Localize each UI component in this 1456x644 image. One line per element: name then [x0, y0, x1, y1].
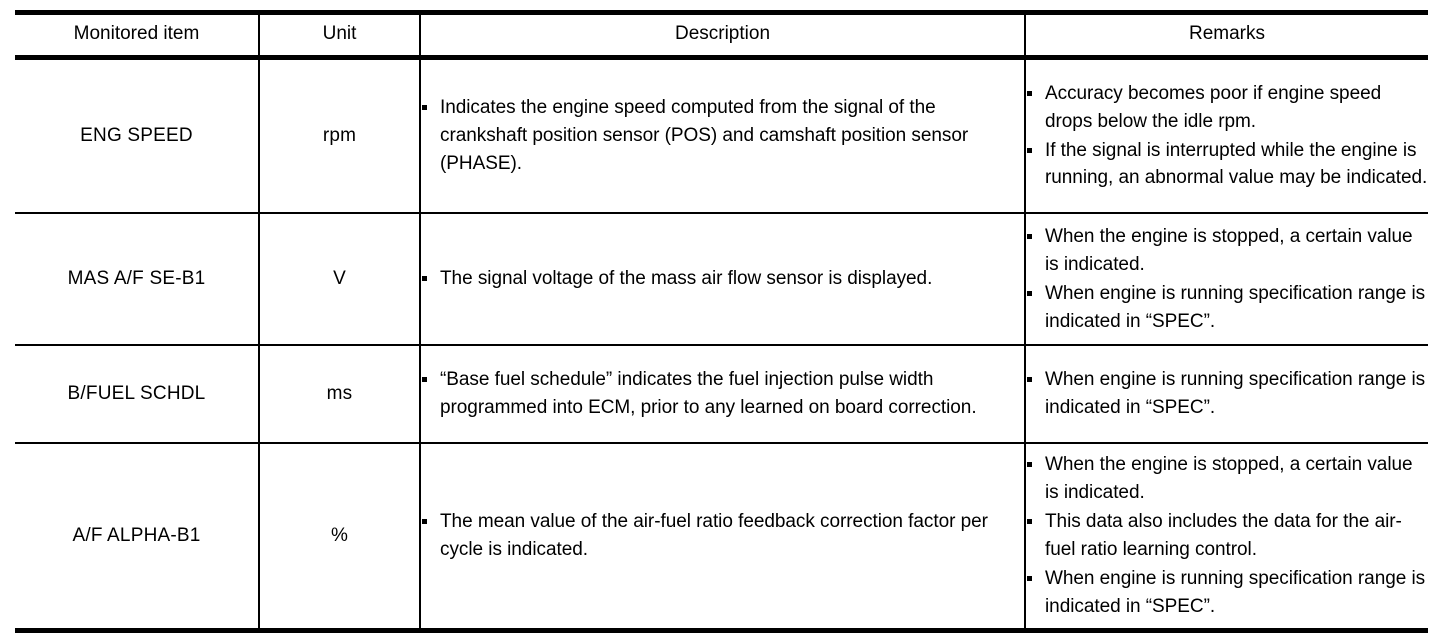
- list-item: “Base fuel schedule” indicates the fuel …: [421, 366, 1024, 422]
- description-list: The mean value of the air-fuel ratio fee…: [421, 508, 1024, 564]
- description-list: The signal voltage of the mass air flow …: [421, 265, 1024, 293]
- list-item: Accuracy becomes poor if engine speed dr…: [1026, 80, 1428, 136]
- cell-monitored-item: ENG SPEED: [15, 57, 259, 215]
- list-item: When the engine is stopped, a certain va…: [1026, 223, 1428, 279]
- column-header-description: Description: [419, 10, 1025, 60]
- list-item: When the engine is stopped, a certain va…: [1026, 451, 1428, 507]
- list-item: If the signal is interrupted while the e…: [1026, 137, 1428, 193]
- list-item: This data also includes the data for the…: [1026, 508, 1428, 564]
- table-row: B/FUEL SCHDL ms “Base fuel schedule” ind…: [15, 345, 1428, 445]
- cell-unit: V: [258, 213, 420, 347]
- list-item: When engine is running specification ran…: [1026, 280, 1428, 336]
- table-row: A/F ALPHA-B1 % The mean value of the air…: [15, 443, 1428, 633]
- description-list: Indicates the engine speed computed from…: [421, 94, 1024, 178]
- table-row: ENG SPEED rpm Indicates the engine speed…: [15, 57, 1428, 215]
- table-body: ENG SPEED rpm Indicates the engine speed…: [15, 57, 1428, 633]
- list-item: The signal voltage of the mass air flow …: [421, 265, 1024, 293]
- list-item: When engine is running specification ran…: [1026, 366, 1428, 422]
- remarks-list: When the engine is stopped, a certain va…: [1026, 451, 1428, 621]
- cell-monitored-item: MAS A/F SE-B1: [15, 213, 259, 347]
- cell-remarks: When the engine is stopped, a certain va…: [1024, 213, 1428, 347]
- cell-description: The mean value of the air-fuel ratio fee…: [419, 443, 1025, 633]
- column-header-remarks: Remarks: [1024, 10, 1428, 60]
- cell-unit: %: [258, 443, 420, 633]
- table-row: MAS A/F SE-B1 V The signal voltage of th…: [15, 213, 1428, 347]
- remarks-list: When engine is running specification ran…: [1026, 366, 1428, 422]
- cell-remarks: Accuracy becomes poor if engine speed dr…: [1024, 57, 1428, 215]
- list-item: The mean value of the air-fuel ratio fee…: [421, 508, 1024, 564]
- column-header-unit: Unit: [258, 10, 420, 60]
- cell-description: The signal voltage of the mass air flow …: [419, 213, 1025, 347]
- cell-monitored-item: A/F ALPHA-B1: [15, 443, 259, 633]
- header-row: Monitored item Unit Description Remarks: [15, 10, 1428, 60]
- list-item: Indicates the engine speed computed from…: [421, 94, 1024, 178]
- cell-unit: ms: [258, 345, 420, 445]
- cell-description: Indicates the engine speed computed from…: [419, 57, 1025, 215]
- remarks-list: Accuracy becomes poor if engine speed dr…: [1026, 80, 1428, 193]
- cell-unit: rpm: [258, 57, 420, 215]
- column-header-monitored-item: Monitored item: [15, 10, 259, 60]
- cell-description: “Base fuel schedule” indicates the fuel …: [419, 345, 1025, 445]
- cell-remarks: When the engine is stopped, a certain va…: [1024, 443, 1428, 633]
- monitored-item-table: Monitored item Unit Description Remarks …: [15, 10, 1428, 633]
- table-header: Monitored item Unit Description Remarks: [15, 10, 1428, 60]
- cell-monitored-item: B/FUEL SCHDL: [15, 345, 259, 445]
- remarks-list: When the engine is stopped, a certain va…: [1026, 223, 1428, 336]
- cell-remarks: When engine is running specification ran…: [1024, 345, 1428, 445]
- list-item: When engine is running specification ran…: [1026, 565, 1428, 621]
- description-list: “Base fuel schedule” indicates the fuel …: [421, 366, 1024, 422]
